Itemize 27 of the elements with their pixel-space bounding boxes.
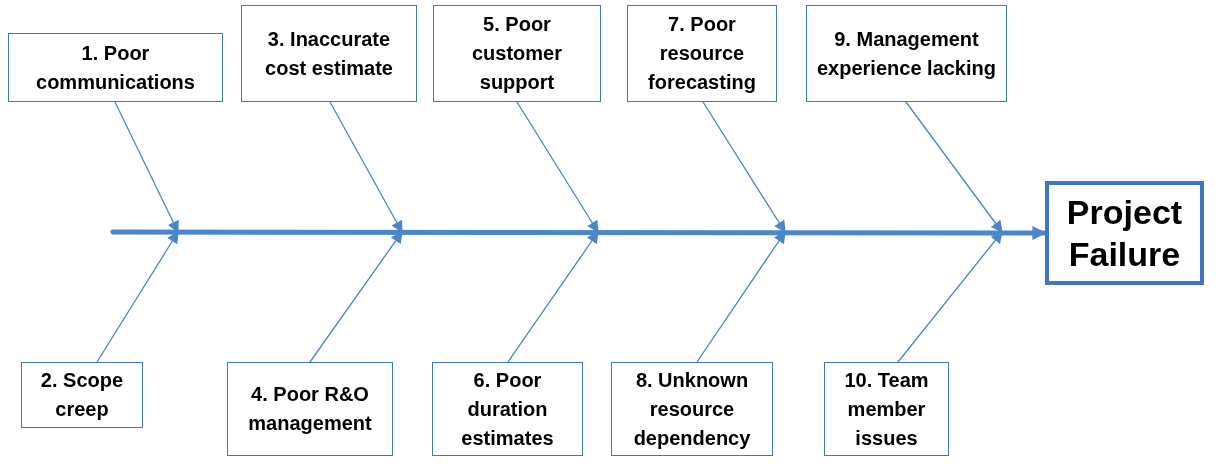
cause-box [824, 362, 949, 456]
cause-label: 9. Management experience lacking [816, 26, 997, 81]
cause-box [241, 5, 417, 102]
cause-box [8, 33, 223, 102]
cause-label: 1. Poor communications [35, 40, 196, 95]
effect-label: Project Failure [1065, 192, 1184, 275]
cause-label: 6. Poor duration estimates [460, 367, 555, 451]
cause-box [227, 362, 393, 456]
arrow [309, 231, 403, 363]
arrow [702, 101, 786, 233]
cause-box [432, 362, 583, 456]
cause-label: 5. Poor customer support [471, 12, 563, 95]
arrow [905, 101, 1003, 233]
effect-box [1045, 181, 1204, 285]
cause-box [21, 362, 143, 428]
cause-box [627, 5, 777, 102]
cause-label: 7. Poor resource forecasting [647, 12, 757, 95]
arrow [516, 101, 599, 233]
cause-box [611, 362, 773, 456]
cause-box [433, 5, 601, 102]
arrow [96, 231, 179, 363]
cause-label: 2. Scope creep [39, 368, 125, 422]
cause-label: 8. Unknown resource dependency [632, 367, 752, 451]
cause-label: 3. Inaccurate cost estimate [264, 26, 394, 81]
cause-label: 4. Poor R&O management [247, 382, 373, 436]
cause-box [806, 5, 1007, 102]
cause-label: 10. Team member issues [843, 367, 930, 451]
